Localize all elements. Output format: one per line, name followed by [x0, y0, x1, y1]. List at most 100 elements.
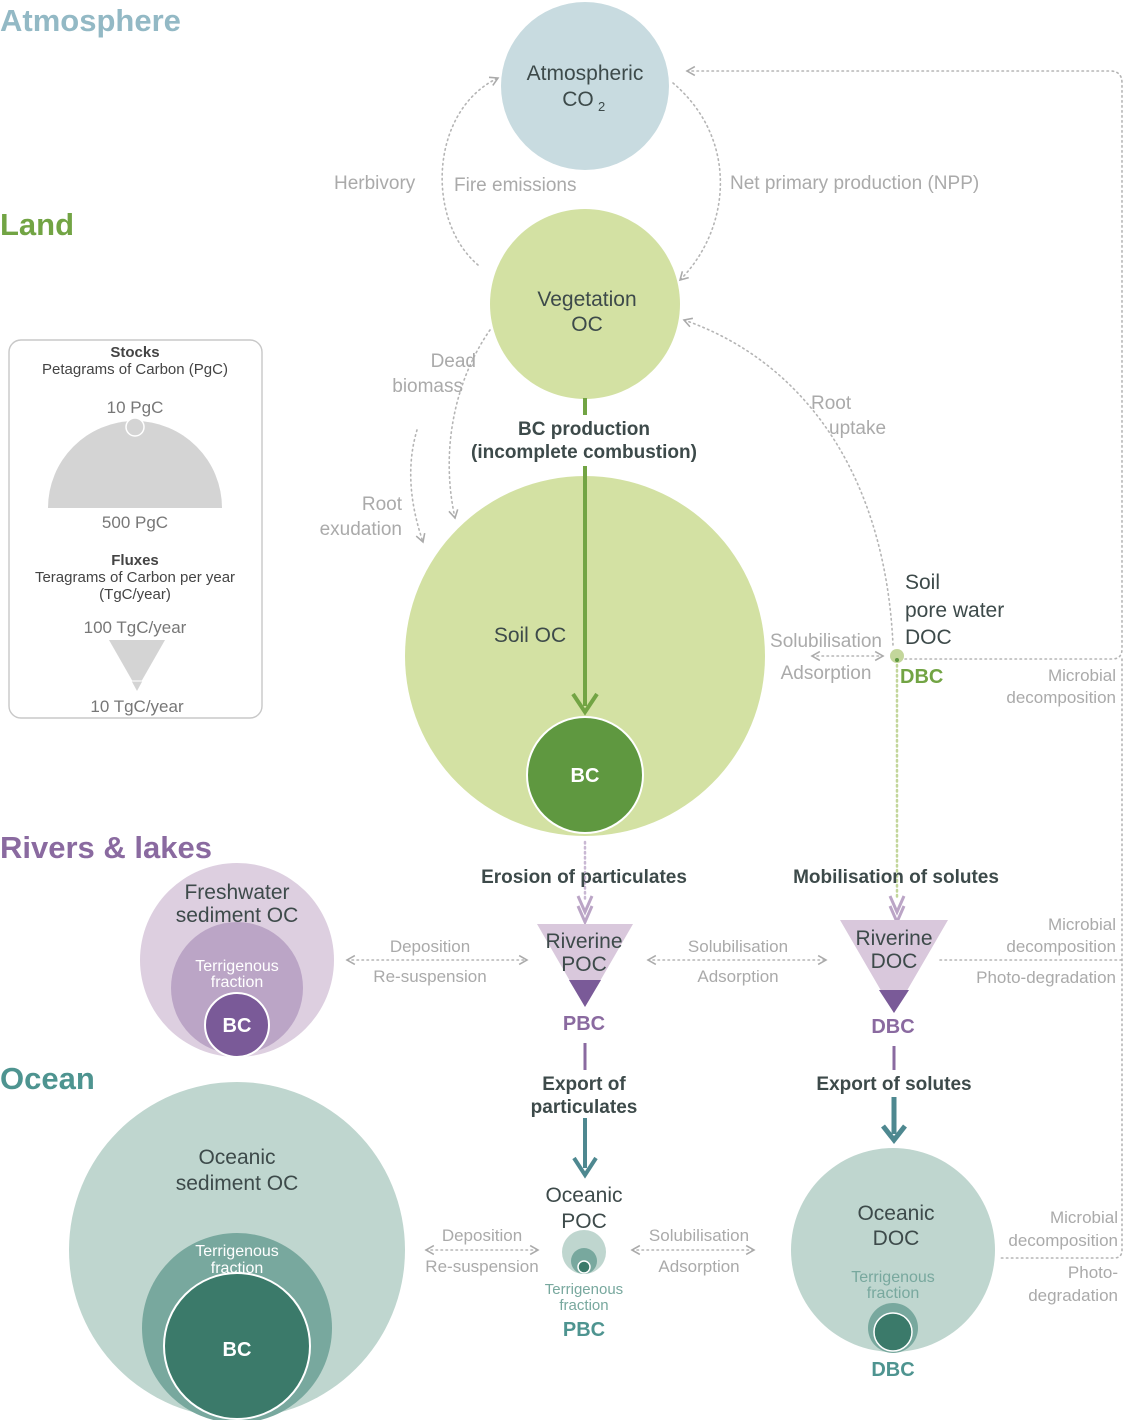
vegetation-label: Vegetation — [537, 288, 636, 311]
oceanic-doc-node: Oceanic DOC Terrigenous fraction DBC — [791, 1148, 995, 1381]
land-microbial-label-1: Microbial — [1048, 666, 1116, 685]
freshwater-bc-label: BC — [223, 1015, 252, 1037]
section-land: Land — [0, 207, 74, 242]
riverine-doc-label-1: Riverine — [855, 927, 932, 950]
erosion-label: Erosion of particulates — [481, 867, 687, 888]
pore-water-label-3: DOC — [905, 626, 952, 649]
oceanic-poc-label-1: Oceanic — [545, 1184, 622, 1207]
legend-flux-large-shape — [109, 640, 165, 689]
freshwater-terr-label-1: Terrigenous — [195, 958, 279, 975]
oceanic-poc-terr-label-2: fraction — [559, 1297, 608, 1314]
legend-stock-small-label: 10 PgC — [107, 398, 164, 417]
ocean-adsorption-label: Adsorption — [658, 1257, 739, 1276]
legend-flux-small-shape — [130, 680, 144, 694]
pore-water-label-1: Soil — [905, 571, 940, 594]
riverine-pbc-label: PBC — [563, 1013, 605, 1035]
oceanic-doc-label-2: DOC — [873, 1227, 920, 1250]
bc-production-arrow — [571, 398, 599, 716]
dotted-flux-arrows — [345, 65, 1123, 1259]
bc-production-label-1: BC production — [518, 419, 650, 440]
oceanic-doc-label-1: Oceanic — [857, 1202, 934, 1225]
legend-box: Stocks Petagrams of Carbon (PgC) 10 PgC … — [8, 339, 263, 719]
ocean-photo-label-2: degradation — [1028, 1286, 1118, 1305]
vegetation-oc-node: Vegetation OC — [490, 209, 680, 399]
freshwater-label-2: sediment OC — [176, 904, 299, 927]
mobilisation-label: Mobilisation of solutes — [793, 867, 999, 888]
ocean-deposition-label: Deposition — [442, 1226, 522, 1245]
legend-fluxes-unit-2: (TgC/year) — [99, 586, 171, 603]
process-labels: Herbivory Fire emissions Net primary pro… — [320, 173, 1118, 1305]
riverine-poc-label-1: Riverine — [545, 930, 622, 953]
co2-subscript: 2 — [598, 99, 605, 114]
oceanic-poc-terr-label-1: Terrigenous — [545, 1281, 623, 1298]
river-microbial-label-2: decomposition — [1006, 937, 1116, 956]
riverine-doc-label-2: DOC — [871, 950, 918, 973]
oceanic-doc-terr-label-2: fraction — [867, 1285, 919, 1302]
export-particulates-label-2: particulates — [531, 1097, 638, 1118]
atmospheric-co2-node: Atmospheric CO 2 — [501, 2, 669, 170]
legend-flux-large-label: 100 TgC/year — [84, 618, 187, 637]
land-adsorption-label: Adsorption — [781, 663, 872, 684]
export-arrows — [572, 1043, 907, 1179]
section-rivers-lakes: Rivers & lakes — [0, 830, 212, 865]
root-uptake-label-2: uptake — [829, 418, 886, 439]
legend-fluxes-title: Fluxes — [111, 552, 159, 569]
river-microbial-label-1: Microbial — [1048, 915, 1116, 934]
bc-production-label-2: (incomplete combustion) — [471, 442, 697, 463]
oceanic-poc-node: Oceanic POC Terrigenous fraction PBC — [545, 1184, 623, 1341]
npp-label: Net primary production (NPP) — [730, 173, 979, 194]
oceanic-sediment-label-2: sediment OC — [176, 1172, 299, 1195]
legend-stocks-unit: Petagrams of Carbon (PgC) — [42, 361, 228, 378]
freshwater-terr-label-2: fraction — [211, 974, 263, 991]
pore-water-dbc-label: DBC — [900, 666, 943, 688]
ocean-microbial-label-2: decomposition — [1008, 1231, 1118, 1250]
river-adsorption-label: Adsorption — [697, 967, 778, 986]
ocean-photo-label-1: Photo- — [1068, 1263, 1118, 1282]
oceanic-doc-terr-label-1: Terrigenous — [851, 1269, 935, 1286]
vegetation-oc-label: OC — [571, 313, 603, 336]
legend-stock-large-shape — [48, 421, 222, 508]
atmospheric-co2-label: Atmospheric — [527, 62, 644, 85]
co2-label: CO — [562, 88, 594, 111]
soil-bc-label: BC — [571, 765, 600, 787]
dead-biomass-label-2: biomass — [392, 376, 463, 397]
oceanic-dbc-label: DBC — [871, 1359, 914, 1381]
root-uptake-label-1: Root — [811, 393, 852, 414]
ocean-microbial-label-1: Microbial — [1050, 1208, 1118, 1227]
land-solubilisation-label: Solubilisation — [770, 631, 882, 652]
pore-water-label-2: pore water — [905, 599, 1004, 622]
riverine-dbc-label: DBC — [871, 1016, 914, 1038]
herbivory-label: Herbivory — [334, 173, 416, 194]
oceanic-sediment-bc-label: BC — [223, 1339, 252, 1361]
river-resuspension-label: Re-suspension — [373, 967, 486, 986]
export-particulates-label-1: Export of — [542, 1074, 626, 1095]
ocean-resuspension-label: Re-suspension — [425, 1257, 538, 1276]
river-solubilisation-label: Solubilisation — [688, 937, 788, 956]
freshwater-label-1: Freshwater — [184, 881, 289, 904]
dead-biomass-label-1: Dead — [431, 351, 476, 372]
legend-stocks-title: Stocks — [110, 344, 159, 361]
legend-stock-small-shape — [125, 417, 145, 437]
land-microbial-label-2: decomposition — [1006, 688, 1116, 707]
root-exudation-label-2: exudation — [320, 519, 402, 540]
oceanic-sediment-terr-label-2: fraction — [211, 1260, 263, 1277]
oceanic-sediment-node: Oceanic sediment OC Terrigenous fraction… — [69, 1082, 405, 1420]
oceanic-pbc-label: PBC — [563, 1319, 605, 1341]
legend-flux-small-label: 10 TgC/year — [90, 697, 184, 716]
section-atmosphere: Atmosphere — [0, 3, 181, 38]
root-exudation-label-1: Root — [362, 494, 403, 515]
soil-oc-label: Soil OC — [494, 624, 566, 647]
oceanic-poc-label-2: POC — [561, 1210, 607, 1233]
riverine-doc-node: Riverine DOC DBC — [840, 895, 948, 1038]
riverine-poc-node: Riverine POC PBC — [537, 895, 633, 1035]
riverine-poc-label-2: POC — [561, 953, 607, 976]
oceanic-sediment-terr-label-1: Terrigenous — [195, 1243, 279, 1260]
freshwater-sediment-node: Freshwater sediment OC Terrigenous fract… — [140, 863, 334, 1058]
river-photodegradation-label: Photo-degradation — [976, 968, 1116, 987]
section-ocean: Ocean — [0, 1061, 95, 1096]
oceanic-sediment-label-1: Oceanic — [198, 1146, 275, 1169]
river-deposition-label: Deposition — [390, 937, 470, 956]
soil-pore-water-node: Soil pore water DOC DBC — [890, 571, 1004, 688]
ocean-solubilisation-label: Solubilisation — [649, 1226, 749, 1245]
